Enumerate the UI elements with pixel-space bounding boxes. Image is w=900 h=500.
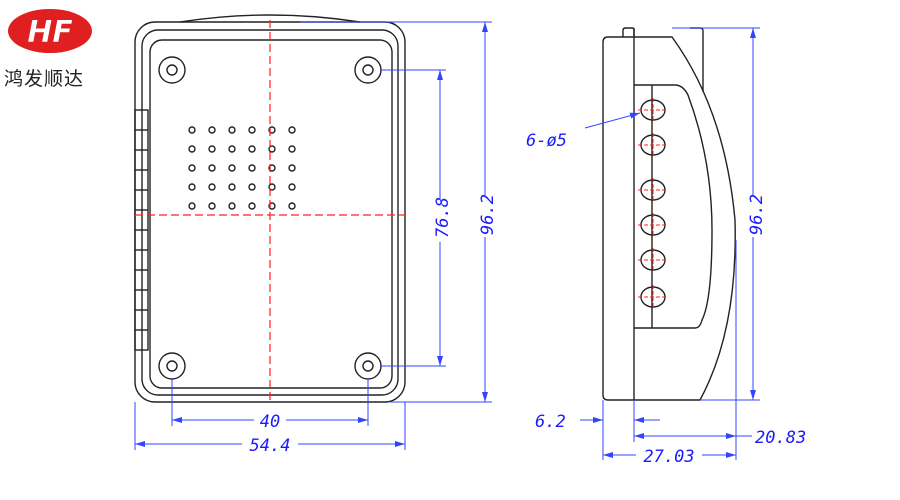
speaker-hole [188, 145, 196, 153]
speaker-hole [208, 164, 216, 172]
speaker-hole [228, 183, 236, 191]
dim-6-2: 6.2 [535, 412, 566, 432]
side-holes [638, 98, 668, 309]
speaker-hole [268, 145, 276, 153]
speaker-hole [268, 202, 276, 210]
speaker-hole [208, 183, 216, 191]
speaker-hole [228, 202, 236, 210]
dim-27-03: 27.03 [643, 447, 694, 467]
speaker-hole [268, 164, 276, 172]
dim-96-2-side: 96.2 [747, 194, 767, 235]
speaker-hole [288, 164, 296, 172]
speaker-hole [188, 183, 196, 191]
speaker-hole [268, 126, 276, 134]
mounting-holes [158, 56, 382, 380]
speaker-hole [228, 126, 236, 134]
speaker-hole [208, 145, 216, 153]
speaker-hole [288, 202, 296, 210]
logo-icon: HF [8, 9, 92, 53]
svg-text:HF: HF [27, 15, 73, 50]
dim-holes: 6-ø5 [526, 131, 567, 151]
dim-54-4: 54.4 [250, 436, 291, 456]
speaker-hole [208, 202, 216, 210]
speaker-hole [228, 145, 236, 153]
dim-20-83: 20.83 [755, 428, 806, 448]
brand-name: 鸿发顺达 [4, 68, 85, 90]
speaker-hole [188, 126, 196, 134]
speaker-hole [188, 202, 196, 210]
speaker-hole [248, 183, 256, 191]
speaker-hole [248, 164, 256, 172]
hinge-strip [134, 109, 149, 351]
speaker-hole [228, 164, 236, 172]
side-view [580, 27, 760, 460]
speaker-hole [288, 183, 296, 191]
speaker-hole [248, 126, 256, 134]
speaker-hole [288, 126, 296, 134]
speaker-hole [188, 164, 196, 172]
speaker-hole [248, 202, 256, 210]
dim-76-8: 76.8 [433, 197, 453, 238]
dim-40: 40 [260, 412, 280, 432]
speaker-hole [248, 145, 256, 153]
front-view [134, 14, 492, 450]
dim-96-2-front: 96.2 [478, 194, 498, 235]
speaker-hole [268, 183, 276, 191]
speaker-hole [208, 126, 216, 134]
speaker-hole-grid [188, 126, 296, 210]
speaker-hole [288, 145, 296, 153]
